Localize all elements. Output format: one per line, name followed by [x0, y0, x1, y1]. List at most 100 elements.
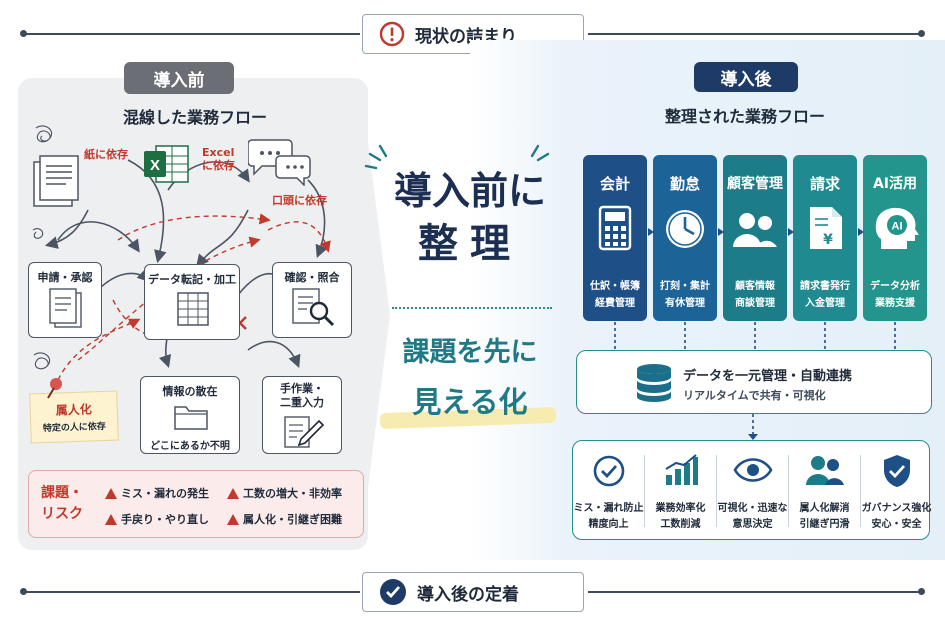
module-customer: 顧客管理 顧客情報 商談管理 [723, 155, 787, 321]
invoice-icon: ¥ [810, 207, 842, 249]
bottom-divider-dot-left [20, 588, 27, 595]
module-title: 会計 [599, 175, 630, 193]
center-title-line2: 整理 [418, 221, 522, 267]
effect-item: ミス・漏れ防止 精度向上 [573, 441, 644, 541]
module-accounting: 会計 仕訳・帳簿 経費管理 [583, 155, 647, 321]
note-title: 属人化 [55, 402, 92, 418]
excel-dependency-label: Excel に依存 [202, 146, 235, 172]
eye-icon [733, 458, 773, 482]
issues-risks-box: 課題・ リスク ミス・漏れの発生 工数の増大・非効率 手戻り・やり直し 属人化・… [28, 470, 364, 538]
effect-line1: ミス・漏れ防止 [573, 503, 644, 514]
risk-label-line1: 課題・ [41, 485, 83, 501]
person-dependency-note: 属人化 特定の人に依存 [29, 390, 119, 444]
module-desc-line1: データ分析 [870, 281, 920, 292]
check-circle-icon [380, 579, 406, 605]
module-desc-line1: 仕訳・帳簿 [590, 281, 640, 292]
paper-documents-icon [33, 155, 79, 207]
info-scatter-sub: どこにあるか不明 [150, 441, 230, 452]
manual-input-box: 手作業・ 二重入力 [262, 376, 342, 454]
effect-line1: 業務効率化 [655, 503, 706, 514]
ai-head-icon: AI [875, 207, 919, 249]
effect-line2: 精度向上 [588, 519, 629, 530]
before-title: 混線した業務フロー [122, 108, 267, 127]
bottom-divider-dot-right [918, 588, 925, 595]
module-desc-line2: 入金管理 [805, 298, 845, 309]
effect-separator [860, 455, 861, 527]
effect-line2: 工数削減 [660, 519, 701, 530]
warning-icon [227, 513, 239, 525]
pushpin-icon [47, 378, 62, 399]
risk-item-label: 工数の増大・非効率 [243, 487, 342, 500]
effects-box: ミス・漏れ防止 精度向上 業務効率化 工数削減 可視化・迅速な 意思決定 属人化… [572, 440, 932, 541]
top-divider-left [24, 33, 360, 35]
svg-text:X: X [150, 157, 160, 174]
exclamation-circle-icon [379, 21, 405, 47]
svg-text:¥: ¥ [823, 232, 833, 248]
top-divider-dot-right [918, 30, 925, 37]
db-title: データを一元管理・自動連携 [683, 369, 853, 384]
verify-reconcile-box: 確認・照合 [272, 262, 352, 338]
clock-icon [666, 210, 704, 248]
effect-item: 属人化解消 引継ぎ円滑 [789, 441, 860, 541]
risk-item: 属人化・引継ぎ困難 [227, 511, 342, 527]
module-billing: 請求 ¥ 請求書発行 入金管理 [793, 155, 857, 321]
shield-check-icon [884, 455, 910, 487]
after-tag: 導入後 [694, 62, 798, 92]
module-desc-line2: 商談管理 [735, 298, 775, 309]
documents-icon [49, 288, 82, 328]
effect-line2: 意思決定 [732, 519, 773, 530]
data-transfer-label: データ転記・加工 [148, 273, 236, 286]
risk-item-label: 手戻り・やり直し [121, 513, 209, 526]
issues-risks-label: 課題・ リスク [41, 483, 83, 525]
effect-item: 可視化・迅速な 意思決定 [717, 441, 788, 541]
module-desc-line2: 経費管理 [595, 298, 635, 309]
manual-label-line1: 手作業・ [280, 382, 324, 395]
effect-separator [788, 455, 789, 527]
check-circle-icon [593, 455, 625, 487]
center-divider [392, 307, 552, 309]
effect-item: ガバナンス強化 安心・安全 [861, 441, 932, 541]
risk-item: ミス・漏れの発生 [105, 485, 209, 501]
manual-input-label: 手作業・ 二重入力 [263, 382, 341, 410]
warning-icon [105, 487, 117, 499]
svg-text:AI: AI [892, 221, 903, 233]
users-icon [806, 456, 844, 485]
bottom-banner-label: 導入後の定着 [417, 584, 519, 605]
bottom-divider-left [24, 591, 360, 593]
speech-bubbles-icon [248, 139, 311, 186]
excel-label-line1: Excel [202, 146, 235, 159]
effect-line1: ガバナンス強化 [861, 503, 932, 514]
center-title-line1: 導入前に [393, 169, 546, 213]
document-search-icon [292, 288, 335, 327]
center-sub-line1: 課題を先に [402, 337, 538, 368]
module-desc-line1: 請求書発行 [800, 281, 850, 292]
data-transfer-box: データ転記・加工 [144, 264, 240, 340]
effect-separator [644, 455, 645, 527]
users-icon [733, 213, 777, 247]
module-ai: AI活用 AI データ分析 業務支援 [863, 155, 927, 321]
effect-line1: 属人化解消 [799, 503, 850, 514]
apply-approve-box: 申請・承認 [28, 262, 102, 338]
spark-lines [364, 144, 550, 170]
module-desc-line1: 顧客情報 [735, 281, 775, 292]
excel-label-line2: に依存 [202, 159, 235, 172]
module-connectors [614, 228, 896, 440]
bar-chart-icon [665, 454, 698, 485]
module-desc-line2: 業務支援 [875, 298, 915, 309]
database-icon [637, 364, 671, 402]
risk-item: 手戻り・やり直し [105, 511, 209, 527]
risk-item-label: 属人化・引継ぎ困難 [243, 513, 342, 526]
effect-line1: 可視化・迅速な [717, 503, 788, 514]
effect-line2: 引継ぎ円滑 [799, 519, 850, 530]
info-scatter-label: 情報の散在 [162, 385, 218, 398]
manual-label-line2: 二重入力 [280, 396, 324, 409]
excel-icon: X [144, 145, 189, 183]
spreadsheet-icon [177, 292, 209, 326]
calculator-icon [598, 205, 632, 251]
oral-dependency-label: 口頭に依存 [272, 194, 327, 207]
warning-icon [227, 487, 239, 499]
info-scatter-box: 情報の散在 どこにあるか不明 [140, 376, 240, 454]
effect-line2: 安心・安全 [871, 519, 922, 530]
folder-icon [174, 406, 208, 430]
after-title: 整理された業務フロー [664, 107, 825, 126]
